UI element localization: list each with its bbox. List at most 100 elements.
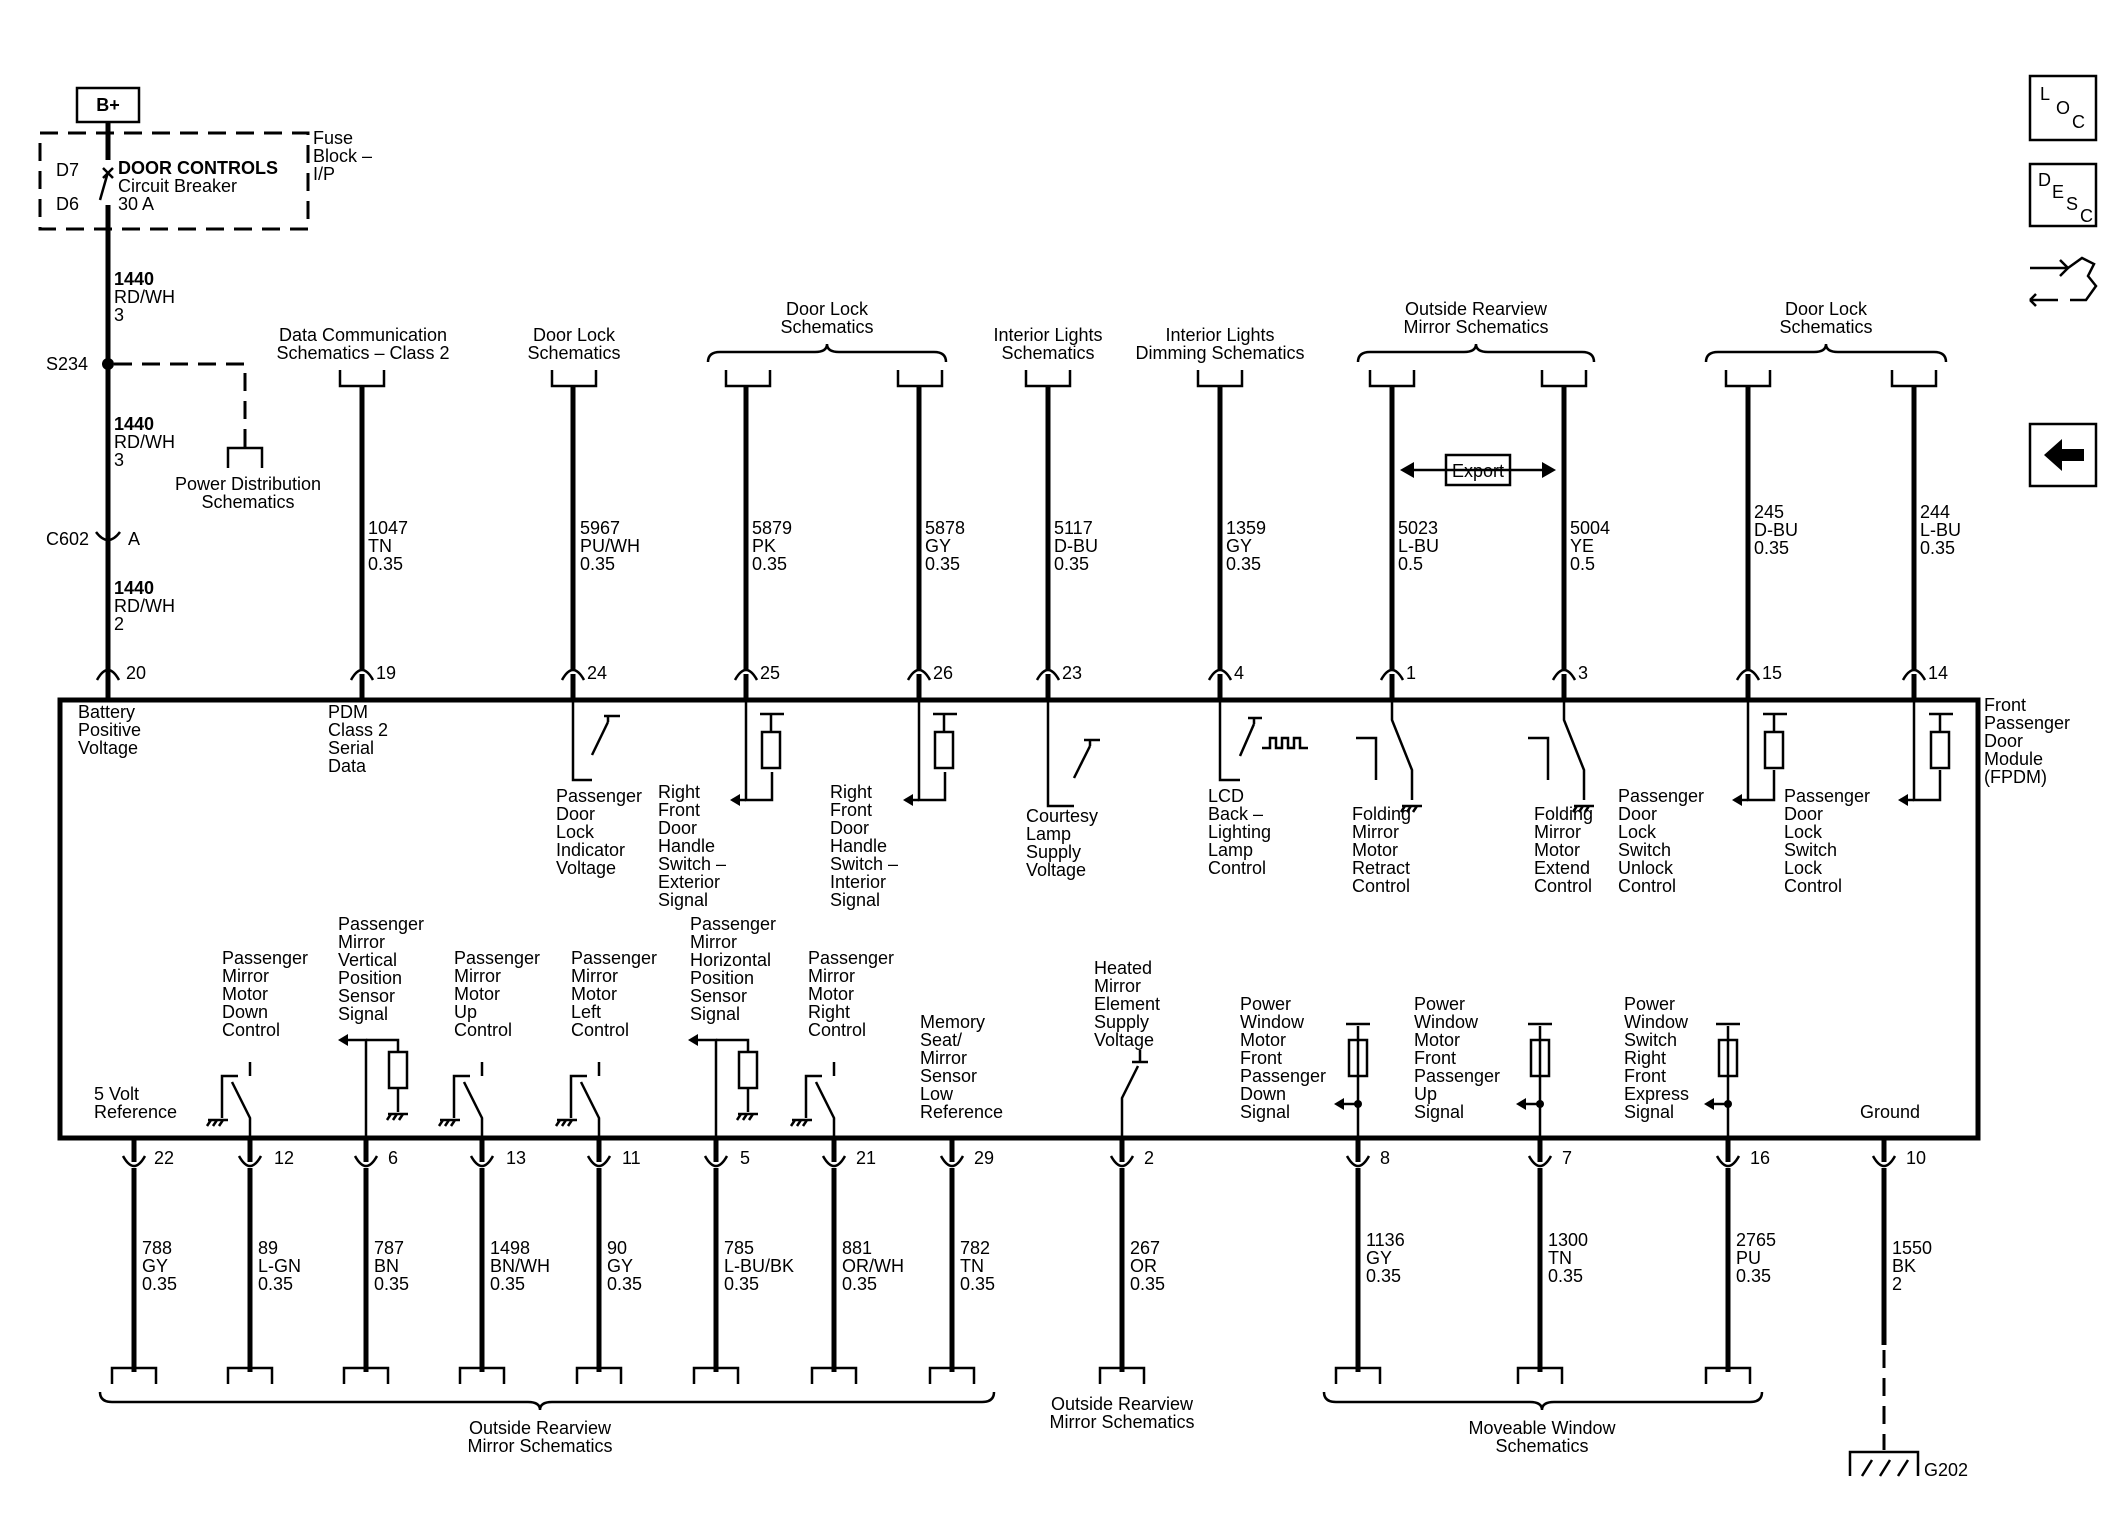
power-ref-label: Power Distribution: [175, 474, 321, 494]
connector-pin-icon: [1551, 668, 1577, 681]
reference-label: Moveable Window: [1468, 1418, 1616, 1438]
splice-dot: [102, 358, 114, 370]
pin-number: 26: [933, 663, 953, 683]
pin-function-label: Control: [222, 1020, 280, 1040]
wire-label: PK: [752, 536, 776, 556]
connector-c602-icon: [95, 531, 121, 542]
connector-pin-icon: [469, 1155, 495, 1168]
back-arrow-icon: [2044, 439, 2084, 471]
pin-function-label: Window: [1414, 1012, 1479, 1032]
pin-function-label: Motor: [1240, 1030, 1286, 1050]
pin-function-label: Switch –: [658, 854, 726, 874]
wire-label: 3: [114, 305, 124, 325]
connector-pin-icon: [1527, 1155, 1553, 1168]
pin-function-label: Supply: [1094, 1012, 1149, 1032]
connector-pin-icon: [1901, 668, 1927, 681]
pin-number: 5: [740, 1148, 750, 1168]
wire-label: BN: [374, 1256, 399, 1276]
top-connector-pins: [95, 668, 1927, 700]
top-wire-labels: 1047 TN 0.35 5967 PU/WH 0.35 5879 PK 0.3…: [368, 502, 1961, 574]
pin-function-label: Folding: [1352, 804, 1411, 824]
wire-label: 5967: [580, 518, 620, 538]
module-name-line: Passenger: [1984, 713, 2070, 733]
wire-label: 89: [258, 1238, 278, 1258]
back-button[interactable]: [2028, 422, 2098, 488]
pin-function-label: Window: [1624, 1012, 1689, 1032]
pin-function-label: Control: [454, 1020, 512, 1040]
pin-number: 20: [126, 663, 146, 683]
resistor-icon: [1717, 1038, 1739, 1078]
pin-function-label: Lock: [1618, 822, 1657, 842]
connector-pin-icon: [906, 668, 932, 681]
pin-function-label: Passenger: [690, 914, 776, 934]
pin-function-label: Control: [571, 1020, 629, 1040]
pin-function-label: Power: [1624, 994, 1675, 1014]
pin-function-label: Control: [1618, 876, 1676, 896]
pin-function-label: Passenger: [1414, 1066, 1500, 1086]
pin-number: 16: [1750, 1148, 1770, 1168]
pullup-resistor-icon: [1763, 730, 1785, 770]
wire-label: 0.35: [842, 1274, 877, 1294]
wire-label: OR/WH: [842, 1256, 904, 1276]
pin-function-label: Front: [1624, 1066, 1666, 1086]
wire-label: 90: [607, 1238, 627, 1258]
power-supply: B+ Fuse Block – I/P D7 D6 DOOR CONTROLS …: [38, 86, 372, 680]
pin-number: 19: [376, 663, 396, 683]
wire-label: 0.35: [925, 554, 960, 574]
wire-label: D-BU: [1054, 536, 1098, 556]
module-name-line: Module: [1984, 749, 2043, 769]
pin-function-label: Mirror: [571, 966, 618, 986]
reference-label: Door Lock: [1785, 299, 1868, 319]
pin-function-label: Right: [830, 782, 872, 802]
pin-function-label: Power: [1240, 994, 1291, 1014]
pin-function-label: Lock: [1784, 822, 1823, 842]
pullup-resistor-icon: [933, 730, 955, 770]
pin-function-label: Motor: [1352, 840, 1398, 860]
pullup-resistor-icon: [1929, 730, 1951, 770]
wire-label: 0.35: [607, 1274, 642, 1294]
resistor-icon: [1529, 1038, 1551, 1078]
pin-function-label: Extend: [1534, 858, 1590, 878]
pin-function-label: Data: [328, 756, 367, 776]
wire-label: 0.35: [1548, 1266, 1583, 1286]
fuse-block-outline: [38, 131, 310, 231]
repair-tools-button[interactable]: [2029, 256, 2098, 307]
loc-button[interactable]: L O C: [2028, 74, 2098, 142]
pin-function-label: Control: [1534, 876, 1592, 896]
pin-number: 23: [1062, 663, 1082, 683]
wire-label: 3: [114, 450, 124, 470]
pin-function-label: Passenger: [1240, 1066, 1326, 1086]
pin-function-label: Positive: [78, 720, 141, 740]
top-references: Data Communication Schematics – Class 2 …: [276, 299, 1948, 388]
pin-function-label: Control: [1784, 876, 1842, 896]
pin-number: 29: [974, 1148, 994, 1168]
wire-label: TN: [1548, 1248, 1572, 1268]
breaker-type: Circuit Breaker: [118, 176, 237, 196]
top-wires: [359, 386, 1917, 670]
pin-function-label: Mirror: [1352, 822, 1399, 842]
desc-button[interactable]: D E S C: [2028, 162, 2098, 228]
breaker-rating: 30 A: [118, 194, 154, 214]
pin-function-label: Horizontal: [690, 950, 771, 970]
pin-function-label: Handle: [658, 836, 715, 856]
pin-function-label: Motor: [1534, 840, 1580, 860]
pin-function-label: Mirror: [454, 966, 501, 986]
pin-function-label: LCD: [1208, 786, 1244, 806]
connector-pin-icon: [1871, 1155, 1897, 1168]
connector-pin-icon: [1345, 1155, 1371, 1168]
module-name-line: (FPDM): [1984, 767, 2047, 787]
wire-label: 5879: [752, 518, 792, 538]
pin-function-label: Sensor: [920, 1066, 977, 1086]
pin-function-label: Battery: [78, 702, 135, 722]
pin-function-label: Reference: [920, 1102, 1003, 1122]
pin-number: 21: [856, 1148, 876, 1168]
pin-function-label: Right: [808, 1002, 850, 1022]
pin-function-label: Heated: [1094, 958, 1152, 978]
wire-label: 0.35: [374, 1274, 409, 1294]
wire-label: L-GN: [258, 1256, 301, 1276]
wire-label: 785: [724, 1238, 754, 1258]
reference-label: Dimming Schematics: [1135, 343, 1304, 363]
pin-function-label: Door: [1784, 804, 1823, 824]
export-label: Export: [1452, 461, 1504, 481]
wire-label: 0.35: [142, 1274, 177, 1294]
